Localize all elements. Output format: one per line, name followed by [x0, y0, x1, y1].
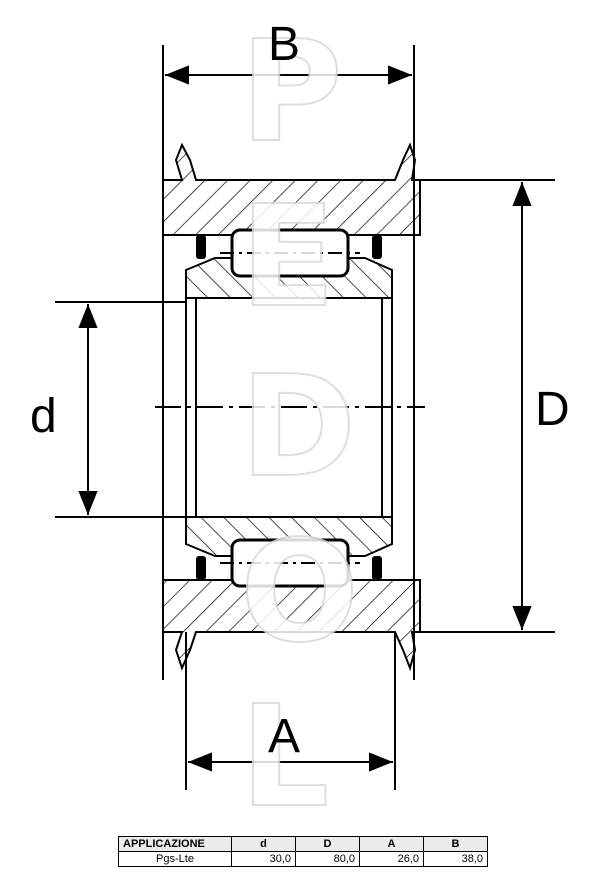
table-cell: 26,0	[359, 851, 424, 867]
label-d-small: d	[30, 390, 57, 443]
watermark-letter: O	[240, 511, 359, 674]
watermark-letter: E	[240, 176, 336, 339]
table-header: B	[423, 836, 488, 852]
table-header: d	[231, 836, 296, 852]
watermark: P E D O L	[239, 10, 360, 820]
table-header: APPLICAZIONE	[118, 836, 232, 852]
label-b: B	[268, 18, 300, 71]
dimension-table: APPLICAZIONE d D A B Pgs-Lte 30,0 80,0 2…	[118, 836, 488, 867]
table-header: D	[295, 836, 360, 852]
bearing-cross-section-drawing: P E D O L B d D A	[30, 10, 570, 820]
watermark-letter: P	[240, 11, 343, 174]
table-header-row: APPLICAZIONE d D A B	[118, 836, 488, 852]
table-row: Pgs-Lte 30,0 80,0 26,0 38,0	[118, 851, 488, 867]
table-cell-application: Pgs-Lte	[118, 851, 232, 867]
extension-lines	[55, 45, 555, 790]
table-header: A	[359, 836, 424, 852]
outer-ring-top	[162, 142, 421, 236]
needle-roller-bottom	[220, 538, 360, 588]
table-cell: 38,0	[423, 851, 488, 867]
dimension-lines	[78, 65, 532, 772]
needle-roller-top	[220, 228, 360, 278]
watermark-letter: D	[240, 346, 356, 509]
label-d-large: D	[535, 383, 570, 436]
label-a: A	[268, 710, 300, 763]
table-cell: 30,0	[231, 851, 296, 867]
seals	[196, 235, 382, 580]
table-cell: 80,0	[295, 851, 360, 867]
watermark-letter: L	[240, 676, 329, 820]
